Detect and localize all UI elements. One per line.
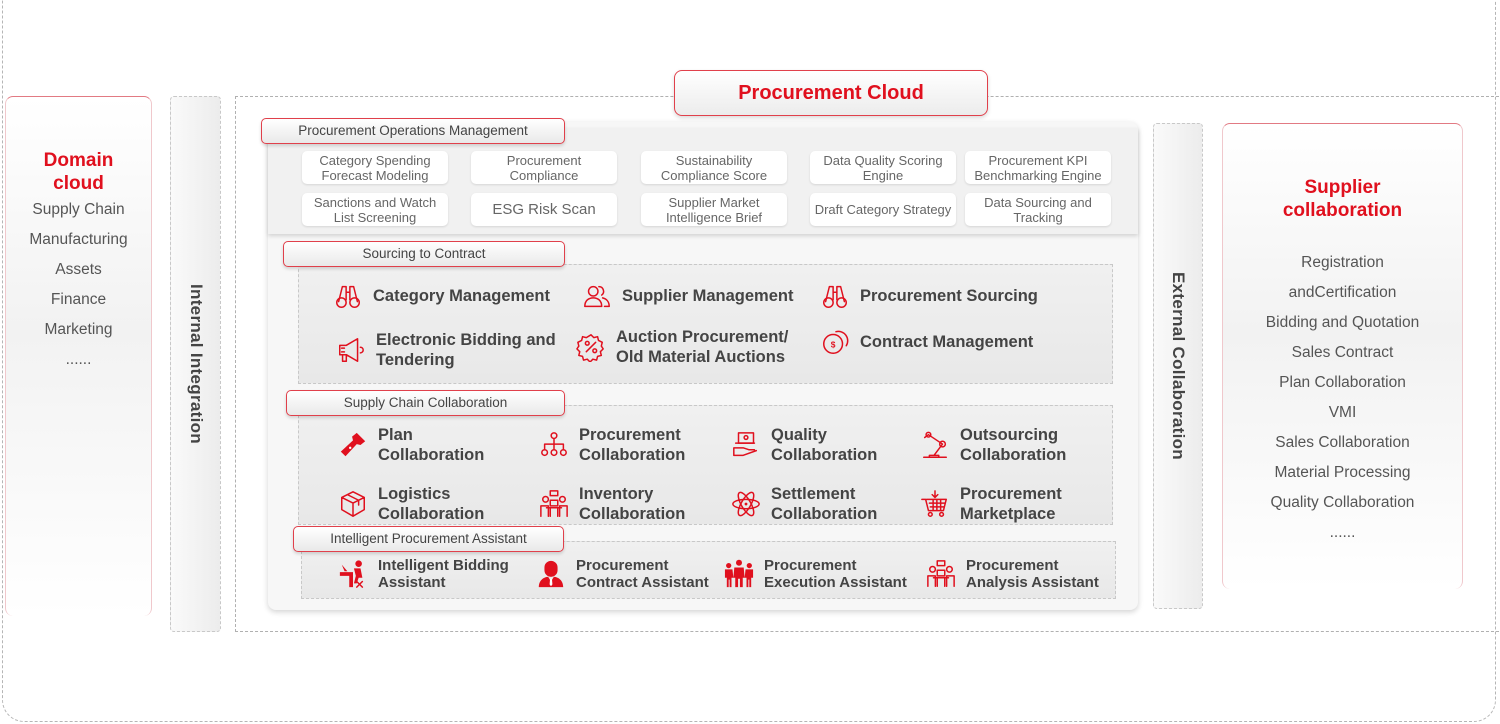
feature-item[interactable]: Category Management <box>331 280 550 312</box>
team-icon <box>722 558 756 590</box>
cart-icon <box>918 488 952 520</box>
feature-label: Procurement Execution Assistant <box>764 557 907 591</box>
feature-item[interactable]: Electronic Bidding and Tendering <box>334 330 566 370</box>
supplier-collaboration-item: ...... <box>1329 524 1356 541</box>
internal-integration-bar: Internal Integration <box>170 96 221 632</box>
feature-label: Category Management <box>373 287 550 305</box>
hand-monitor-icon <box>729 429 763 461</box>
operations-tile[interactable]: Procurement Compliance <box>471 151 617 184</box>
external-collaboration-bar: External Collaboration <box>1153 123 1203 609</box>
meeting-icon <box>537 488 571 520</box>
feature-label: Settlement Collaboration <box>771 485 878 523</box>
feature-label: Contract Management <box>860 333 1034 351</box>
supplier-collaboration-item: andCertification <box>1288 284 1397 301</box>
domain-cloud-item: ...... <box>65 351 92 368</box>
desk-worker-icon <box>336 558 370 590</box>
robot-arm-icon <box>918 429 952 461</box>
feature-label: Logistics Collaboration <box>378 485 485 523</box>
domain-cloud-item: Finance <box>50 291 107 308</box>
assistant-section-label: Intelligent Procurement Assistant <box>293 526 564 552</box>
sourcing-group <box>298 264 1113 384</box>
external-collaboration-label: External Collaboration <box>1169 272 1188 460</box>
feature-item[interactable]: Logistics Collaboration <box>336 484 488 524</box>
flashlight-icon <box>336 429 370 461</box>
feature-item[interactable]: Procurement Sourcing <box>818 280 1038 312</box>
feature-item[interactable]: Settlement Collaboration <box>729 484 901 524</box>
supplier-collaboration-item: Sales Collaboration <box>1275 434 1410 451</box>
feature-item[interactable]: Outsourcing Collaboration <box>918 425 1090 465</box>
supplier-collaboration-item: Plan Collaboration <box>1279 374 1406 391</box>
feature-label: Procurement Analysis Assistant <box>966 557 1099 591</box>
feature-label: Intelligent Bidding Assistant <box>378 557 509 591</box>
box-icon <box>336 488 370 520</box>
feature-item[interactable]: Auction Procurement/ Old Material Auctio… <box>574 327 816 367</box>
feature-label: Inventory Collaboration <box>579 485 686 523</box>
org-chart-icon <box>537 429 571 461</box>
binoculars-icon <box>331 280 365 312</box>
binoculars-icon <box>818 280 852 312</box>
operations-tile[interactable]: ESG Risk Scan <box>471 193 617 226</box>
feature-label: Procurement Contract Assistant <box>576 557 709 591</box>
operations-tile[interactable]: Data Sourcing and Tracking <box>965 193 1111 226</box>
coins-icon: $ <box>818 326 852 358</box>
domain-cloud-item: Supply Chain <box>32 201 125 218</box>
supplier-collaboration-item: VMI <box>1328 404 1357 421</box>
domain-cloud-title: Domain cloud <box>43 150 114 194</box>
procurement-cloud-title: Procurement Cloud <box>674 70 988 116</box>
supplier-collaboration-item: Quality Collaboration <box>1270 494 1415 511</box>
feature-item[interactable]: Procurement Execution Assistant <box>722 557 914 591</box>
users-icon <box>580 280 614 312</box>
svg-text:$: $ <box>831 340 836 350</box>
operations-tile[interactable]: Sanctions and Watch List Screening <box>302 193 448 226</box>
supplier-collaboration-item: Bidding and Quotation <box>1265 314 1420 331</box>
feature-item[interactable]: Plan Collaboration <box>336 425 488 465</box>
feature-item[interactable]: Procurement Collaboration <box>537 425 709 465</box>
supplier-collaboration-card: Supplier collaboration Registration andCe… <box>1222 123 1463 589</box>
sourcing-section-label: Sourcing to Contract <box>283 241 565 267</box>
person-icon <box>534 558 568 590</box>
operations-tile[interactable]: Data Quality Scoring Engine <box>810 151 956 184</box>
operations-section-label: Procurement Operations Management <box>261 118 565 144</box>
domain-cloud-item: Marketing <box>44 321 113 338</box>
atom-icon <box>729 488 763 520</box>
supply-chain-section-label: Supply Chain Collaboration <box>286 390 565 416</box>
feature-item[interactable]: Inventory Collaboration <box>537 484 709 524</box>
domain-cloud-item: Assets <box>55 261 102 278</box>
percent-badge-icon <box>574 331 608 363</box>
operations-tile[interactable]: Procurement KPI Benchmarking Engine <box>965 151 1111 184</box>
meeting-icon <box>924 558 958 590</box>
feature-label: Procurement Marketplace <box>960 485 1062 523</box>
feature-label: Outsourcing Collaboration <box>960 426 1067 464</box>
feature-label: Supplier Management <box>622 287 794 305</box>
supplier-collaboration-item: Sales Contract <box>1291 344 1394 361</box>
domain-cloud-item: Manufacturing <box>29 231 128 248</box>
feature-label: Quality Collaboration <box>771 426 878 464</box>
feature-item[interactable]: Procurement Marketplace <box>918 484 1090 524</box>
feature-item[interactable]: Supplier Management <box>580 280 793 312</box>
supplier-collaboration-item: Registration <box>1301 254 1384 271</box>
feature-item[interactable]: Procurement Analysis Assistant <box>924 557 1116 591</box>
supplier-collaboration-item: Material Processing <box>1274 464 1411 481</box>
operations-tile[interactable]: Sustainability Compliance Score <box>641 151 787 184</box>
feature-item[interactable]: Quality Collaboration <box>729 425 901 465</box>
supply-chain-group <box>298 405 1113 525</box>
megaphone-icon <box>334 334 368 366</box>
feature-label: Plan Collaboration <box>378 426 485 464</box>
feature-label: Auction Procurement/ Old Material Auctio… <box>616 328 789 366</box>
operations-tile[interactable]: Draft Category Strategy <box>810 193 956 226</box>
feature-item[interactable]: $ Contract Management <box>818 326 1033 358</box>
feature-item[interactable]: Intelligent Bidding Assistant <box>336 557 518 591</box>
feature-label: Procurement Collaboration <box>579 426 686 464</box>
supplier-collaboration-title: Supplier collaboration <box>1282 177 1403 221</box>
feature-label: Electronic Bidding and Tendering <box>376 331 556 369</box>
operations-tile[interactable]: Supplier Market Intelligence Brief <box>641 193 787 226</box>
feature-item[interactable]: Procurement Contract Assistant <box>534 557 726 591</box>
operations-tile[interactable]: Category Spending Forecast Modeling <box>302 151 448 184</box>
feature-label: Procurement Sourcing <box>860 287 1038 305</box>
internal-integration-label: Internal Integration <box>186 284 206 444</box>
